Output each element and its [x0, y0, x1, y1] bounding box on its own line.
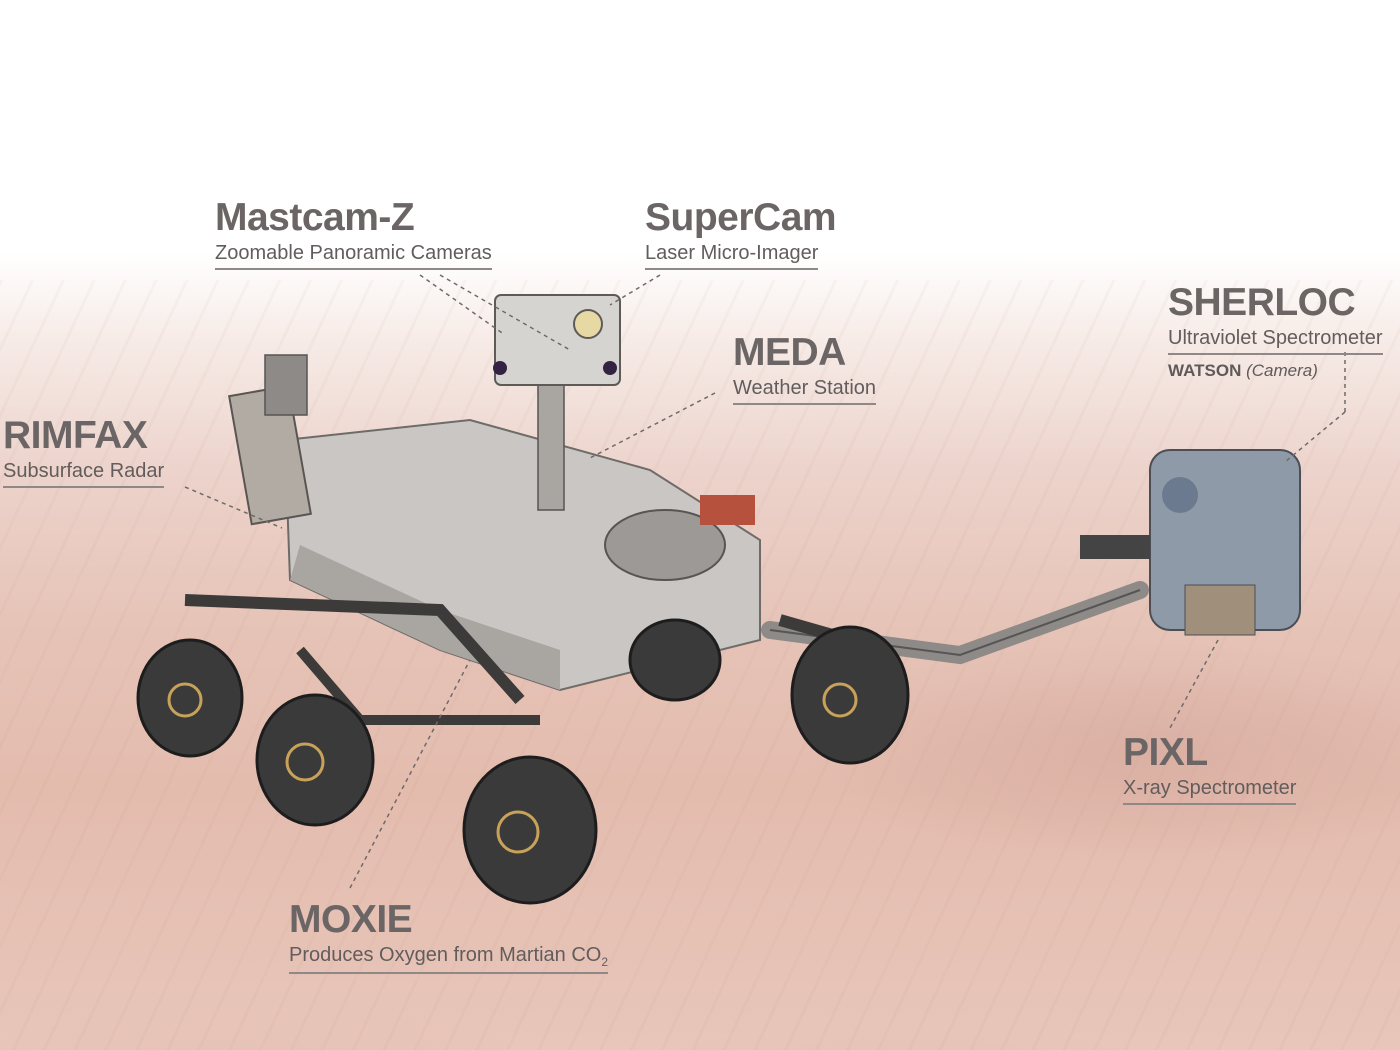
meda-subtitle: Weather Station: [733, 376, 877, 405]
label-moxie: MOXIE Produces Oxygen from Martian CO2: [289, 898, 609, 975]
moxie-subtitle-wrap: Produces Oxygen from Martian CO2: [289, 943, 609, 975]
meda-title: MEDA: [733, 331, 846, 374]
watson-label: WATSON (Camera): [1168, 361, 1383, 381]
label-supercam: SuperCam Laser Micro-Imager: [645, 196, 837, 270]
label-mastcam-z: Mastcam-Z Zoomable Panoramic Cameras: [215, 198, 492, 270]
sherloc-subtitle: Ultraviolet Spectrometer: [1168, 326, 1383, 355]
pixl-subtitle: X-ray Spectrometer: [1123, 776, 1297, 805]
rimfax-title: RIMFAX: [3, 414, 148, 457]
watson-note: (Camera): [1246, 361, 1318, 380]
label-pixl: PIXL X-ray Spectrometer: [1123, 731, 1297, 805]
sherloc-title: SHERLOC: [1168, 281, 1356, 324]
label-rimfax: RIMFAX Subsurface Radar: [3, 414, 165, 488]
label-meda: MEDA Weather Station: [733, 331, 877, 405]
label-sherloc: SHERLOC Ultraviolet Spectrometer WATSON …: [1168, 283, 1383, 381]
supercam-subtitle: Laser Micro-Imager: [645, 241, 819, 270]
moxie-title: MOXIE: [289, 898, 413, 941]
supercam-title: SuperCam: [645, 196, 837, 239]
moxie-subtitle: Produces Oxygen from Martian CO: [289, 944, 602, 966]
watson-name: WATSON: [1168, 361, 1242, 380]
rimfax-subtitle: Subsurface Radar: [3, 459, 165, 488]
mastcam-z-title: Mastcam-Z: [215, 196, 415, 239]
mastcam-z-subtitle: Zoomable Panoramic Cameras: [215, 241, 492, 270]
pixl-title: PIXL: [1123, 731, 1208, 774]
moxie-subscript: 2: [601, 955, 609, 969]
